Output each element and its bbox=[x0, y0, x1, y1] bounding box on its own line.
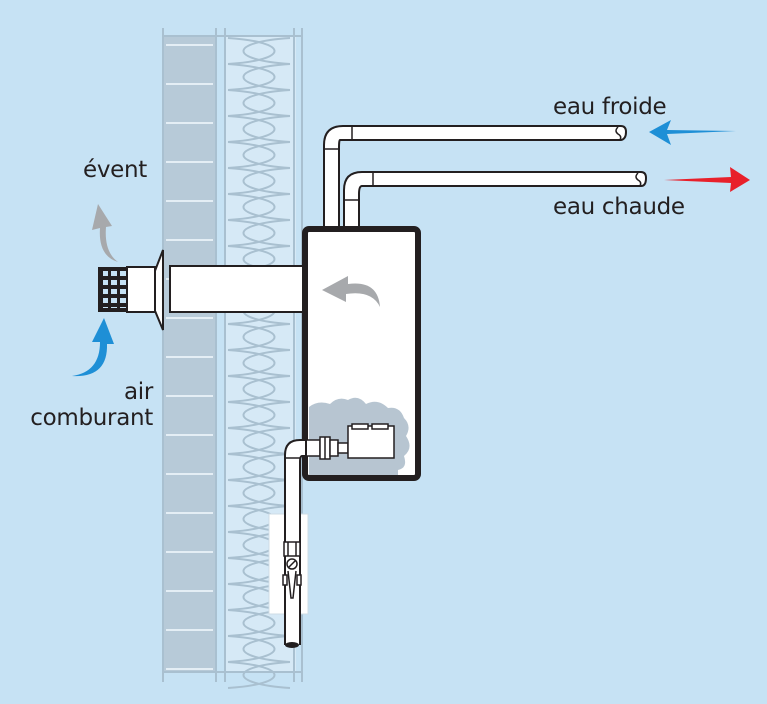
insulation-loop bbox=[227, 115, 291, 143]
masonry-joints bbox=[166, 44, 213, 670]
cold-water-arrow bbox=[649, 120, 736, 145]
insulation-loop bbox=[227, 37, 291, 65]
gas-shutoff-valve bbox=[282, 541, 302, 599]
gas-valve-fitting bbox=[305, 423, 395, 460]
insulation-loop bbox=[227, 401, 291, 429]
vent-label: évent bbox=[83, 157, 148, 183]
insulation-loop bbox=[227, 141, 291, 169]
combustion-air-label-line2: comburant bbox=[30, 405, 153, 431]
vent-terminal-cap bbox=[98, 267, 126, 312]
insulation-loop bbox=[227, 323, 291, 351]
tankless-water-heater bbox=[302, 226, 421, 481]
cold-water-pipe bbox=[323, 125, 628, 228]
masonry-wall bbox=[163, 36, 219, 672]
insulation-loop bbox=[227, 349, 291, 377]
insulation-loop bbox=[227, 661, 291, 689]
insulation-loop bbox=[227, 453, 291, 481]
hot-water-pipe bbox=[343, 171, 648, 228]
insulation-loop bbox=[227, 479, 291, 507]
combustion-air-arrow bbox=[72, 318, 114, 377]
hot-water-label: eau chaude bbox=[553, 194, 685, 220]
insulation-loop bbox=[227, 427, 291, 455]
insulation-loop bbox=[227, 167, 291, 195]
internal-exhaust-arrow bbox=[322, 276, 380, 307]
combustion-air-label: air comburant bbox=[0, 379, 153, 431]
insulation-loop bbox=[227, 63, 291, 91]
insulation-loop bbox=[227, 193, 291, 221]
vent-pipe bbox=[98, 249, 306, 331]
insulation-loop bbox=[227, 89, 291, 117]
hot-water-arrow bbox=[664, 167, 750, 192]
insulation-loop bbox=[227, 375, 291, 403]
stud-gap bbox=[216, 36, 224, 672]
cold-water-label: eau froide bbox=[553, 94, 667, 120]
insulation-loop bbox=[227, 219, 291, 247]
insulation-loop bbox=[227, 635, 291, 663]
vent-exhaust-arrow bbox=[92, 204, 118, 262]
gas-supply-pipe bbox=[268, 439, 309, 648]
combustion-air-label-line1: air bbox=[123, 379, 153, 405]
